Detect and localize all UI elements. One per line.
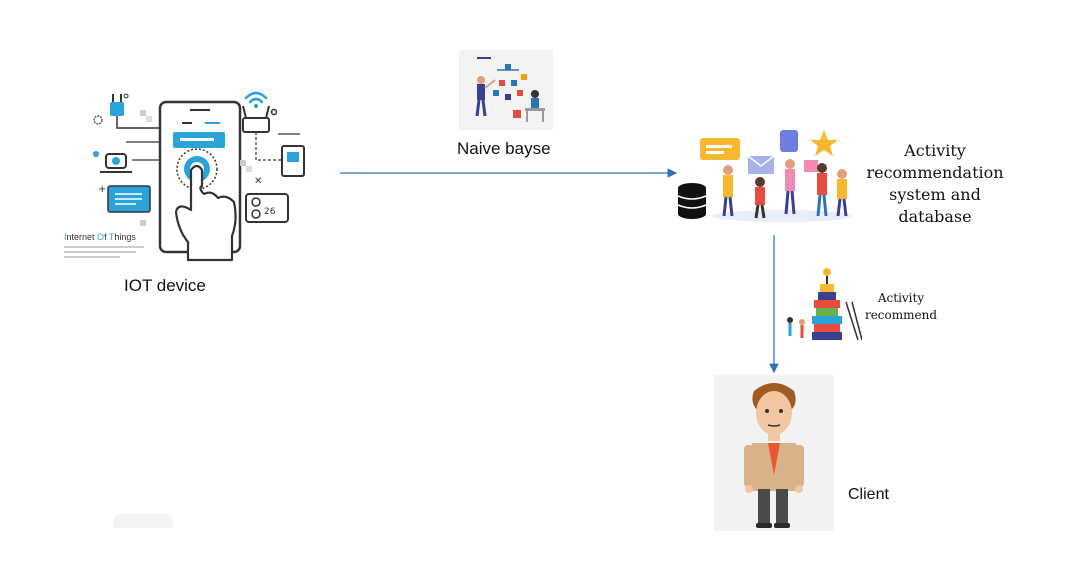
iot-device-label: IOT device <box>124 276 206 295</box>
background-smudge <box>113 514 173 528</box>
iot-fineprint <box>64 246 144 258</box>
naive-bayse-label: Naive bayse <box>457 139 551 158</box>
recommend-illustration <box>782 262 863 344</box>
thermostat-readout: 26 <box>264 207 276 217</box>
block-tower-icon <box>787 268 863 341</box>
svg-text:✕: ✕ <box>254 176 262 187</box>
svg-text:+: + <box>98 184 106 195</box>
client-illustration <box>714 375 834 531</box>
naive-bayse-illustration <box>459 50 553 130</box>
client-label: Client <box>848 486 889 503</box>
iot-device-icon: + 26 ✕ <box>93 91 305 262</box>
system-label: Activity recommendation system and datab… <box>866 141 1004 226</box>
system-illustration <box>672 124 858 224</box>
flowchart-people-icon <box>475 57 545 122</box>
iot-device-illustration: + 26 ✕ <box>60 80 320 270</box>
client-avatar <box>744 383 804 528</box>
iot-illustration-title: Internet Of Things <box>64 232 136 242</box>
people-feedback-icon <box>677 130 852 222</box>
recommend-label: Activity recommend <box>864 291 938 322</box>
database-icon <box>677 183 707 219</box>
